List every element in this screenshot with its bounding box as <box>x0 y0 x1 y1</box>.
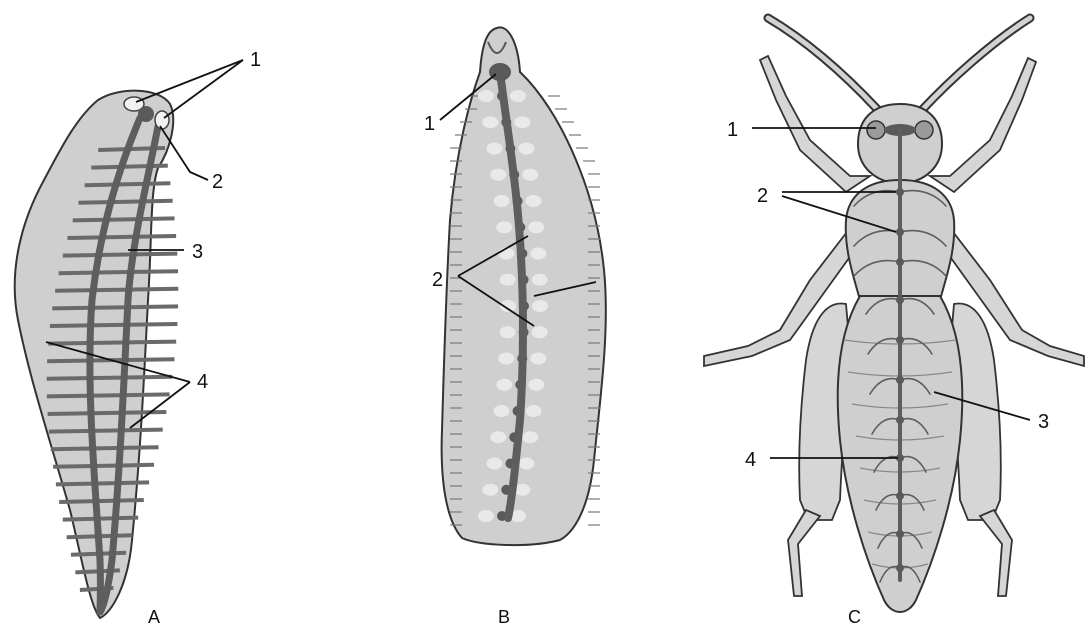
segmental-ganglion <box>896 296 904 304</box>
figure-a: 1 2 3 4 A <box>15 49 261 627</box>
annelid-segment-space <box>500 326 516 338</box>
annelid-segment-space <box>530 248 546 260</box>
label-a1: 1 <box>250 49 261 71</box>
annelid-segment-space <box>526 195 542 207</box>
annelid-segment-space <box>522 431 538 443</box>
annelid-segment-space <box>518 458 534 470</box>
flatworm-commissure <box>85 183 171 185</box>
annelid-segment-space <box>494 195 510 207</box>
annelid-segment-space <box>528 379 544 391</box>
segmental-ganglion <box>896 416 904 424</box>
compound-eye-left <box>867 121 885 139</box>
flatworm-commissure <box>59 500 144 502</box>
flatworm-commissure <box>48 342 176 344</box>
flatworm-commissure <box>49 430 163 432</box>
annelid-segment-space <box>526 405 542 417</box>
annelid-segment-space <box>482 116 498 128</box>
annelid-segment-space <box>500 274 516 286</box>
annelid-segment-space <box>494 405 510 417</box>
annelid-segment-space <box>496 221 512 233</box>
label-c4: 4 <box>745 449 756 471</box>
leader-a1a <box>136 60 243 102</box>
label-c1: 1 <box>727 119 738 141</box>
leader-a1b <box>164 60 243 118</box>
segmental-ganglion <box>896 492 904 500</box>
flatworm-commissure <box>52 306 178 308</box>
label-a2: 2 <box>212 171 223 193</box>
annelid-segment-space <box>490 169 506 181</box>
caption-a: A <box>148 607 160 627</box>
annelid-segment-space <box>486 143 502 155</box>
flatworm-commissure <box>51 447 159 449</box>
flatworm-commissure <box>56 482 149 484</box>
caption-b-text: B <box>498 607 510 627</box>
flatworm-commissure <box>47 377 173 379</box>
flatworm-commissure <box>63 254 177 256</box>
annelid-segment-space <box>532 274 548 286</box>
annelid-segment-space <box>532 326 548 338</box>
segmental-ganglion <box>896 530 904 538</box>
label-a3: 3 <box>192 241 203 263</box>
annelid-segment-space <box>478 90 494 102</box>
annelid-segment-space <box>498 353 514 365</box>
front-leg-right <box>930 58 1036 192</box>
flatworm-commissure <box>53 465 154 467</box>
annelid-segment-space <box>478 510 494 522</box>
flatworm-commissure <box>73 218 175 220</box>
figure-c: 1 2 3 4 C <box>704 18 1084 627</box>
figure-b: 1 2 C B <box>424 27 606 627</box>
flatworm-commissure <box>47 394 170 396</box>
flatworm-commissure <box>50 324 178 326</box>
annelid-segment-space <box>522 169 538 181</box>
segmental-ganglion <box>896 376 904 384</box>
flatworm-commissure <box>59 271 178 273</box>
compound-eye-right <box>915 121 933 139</box>
hind-leg-right-tibia <box>980 510 1012 596</box>
flatworm-ganglion <box>138 106 154 122</box>
flatworm-commissure <box>67 236 176 238</box>
annelid-segment-space <box>490 431 506 443</box>
label-c2: 2 <box>757 185 768 207</box>
segmental-ganglion <box>896 336 904 344</box>
segmental-ganglion <box>896 188 904 196</box>
annelid-segment-space <box>518 143 534 155</box>
annelid-segment-space <box>514 116 530 128</box>
annelid-segment-space <box>532 300 548 312</box>
label-b1: 1 <box>424 113 435 135</box>
label-c3: 3 <box>1038 411 1049 433</box>
label-b2: 2 <box>432 269 443 291</box>
annelid-segment-space <box>510 90 526 102</box>
caption-c: C <box>848 607 861 627</box>
annelid-cerebral-ganglion <box>489 63 511 81</box>
flatworm-commissure <box>91 166 168 168</box>
flatworm-commissure <box>78 201 172 203</box>
segmental-ganglion <box>896 564 904 572</box>
annelid-segment-space <box>486 458 502 470</box>
flatworm-eyespot-right <box>155 111 169 129</box>
annelid-segment-space <box>530 353 546 365</box>
annelid-segment-space <box>528 221 544 233</box>
front-leg-left <box>760 56 870 192</box>
flatworm-commissure <box>55 289 178 291</box>
segmental-ganglion <box>896 258 904 266</box>
segmental-ganglion <box>896 228 904 236</box>
annelid-segment-space <box>482 484 498 496</box>
hind-leg-left-tibia <box>788 510 820 596</box>
label-a4: 4 <box>197 371 208 393</box>
annelid-segment-space <box>496 379 512 391</box>
